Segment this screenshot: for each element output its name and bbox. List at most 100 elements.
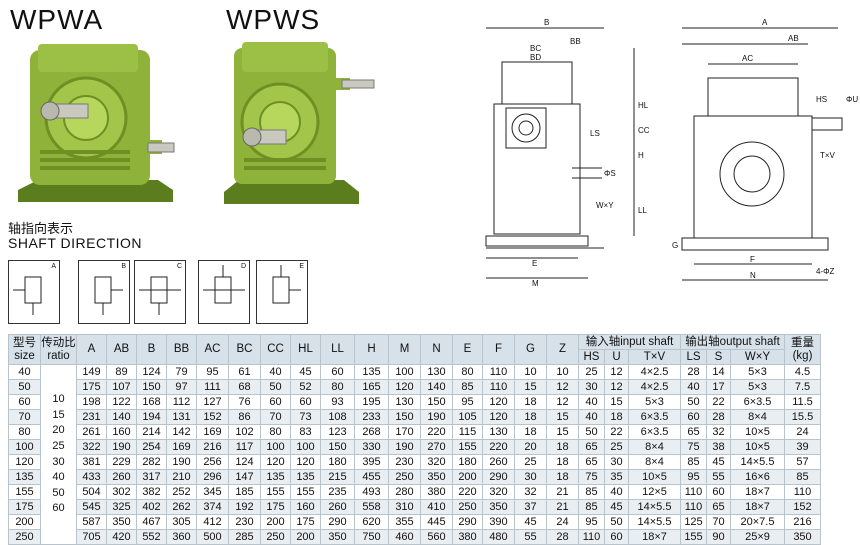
table-cell: 149 (76, 364, 107, 380)
table-cell: 135 (260, 469, 291, 485)
table-cell: 100 (290, 439, 321, 455)
table-cell: 18 (546, 469, 579, 485)
table-cell: 25 (604, 439, 629, 455)
table-cell: 168 (136, 394, 167, 410)
table-cell: 705 (76, 529, 107, 545)
table-cell: 5×3 (628, 394, 681, 410)
table-cell: 420 (106, 529, 137, 545)
table-cell: 500 (196, 529, 229, 545)
header-s: S (706, 349, 731, 365)
table-cell: 95 (680, 469, 707, 485)
dim-label-bd: BD (530, 53, 541, 62)
table-cell: 45 (514, 514, 547, 530)
table-cell: 620 (354, 514, 389, 530)
table-cell: 15 (514, 379, 547, 395)
table-cell: 345 (196, 484, 229, 500)
shaft-direction-diagram-d: D (198, 260, 250, 324)
model-title-wpwa: WPWA (10, 4, 104, 35)
table-cell: 355 (388, 514, 421, 530)
table-cell: 285 (228, 529, 261, 545)
table-cell: 7.5 (784, 379, 821, 395)
table-cell: 25 (578, 364, 605, 380)
table-cell: 165 (354, 379, 389, 395)
table-cell: 302 (106, 484, 137, 500)
table-cell: 147 (228, 469, 261, 485)
table-cell: 35 (604, 469, 629, 485)
table-cell: 445 (420, 514, 453, 530)
table-cell: 50 (680, 394, 707, 410)
table-cell: 280 (388, 484, 421, 500)
table-cell: 100 (260, 439, 291, 455)
table-cell: 194 (136, 409, 167, 425)
table-cell: 60 (320, 364, 355, 380)
shaft-direction-diagram-b: B (78, 260, 130, 324)
table-cell: 120 (482, 409, 515, 425)
cell-model-size: 200 (8, 514, 41, 530)
table-cell: 110 (680, 499, 707, 515)
cell-model-size: 100 (8, 439, 41, 455)
table-cell: 40 (578, 394, 605, 410)
table-cell: 85 (452, 379, 483, 395)
header-hs: HS (578, 349, 605, 365)
cell-model-size: 250 (8, 529, 41, 545)
table-cell: 350 (320, 529, 355, 545)
cell-model-size: 40 (8, 364, 41, 380)
table-cell: 190 (420, 409, 453, 425)
table-cell: 381 (76, 454, 107, 470)
table-cell: 32 (514, 484, 547, 500)
table-cell: 200 (452, 469, 483, 485)
table-cell: 169 (166, 439, 197, 455)
table-cell: 750 (354, 529, 389, 545)
table-cell: 192 (228, 499, 261, 515)
dim-label-hl: HL (638, 101, 649, 110)
table-cell: 8×4 (628, 439, 681, 455)
table-cell: 130 (388, 394, 421, 410)
table-cell: 28 (546, 529, 579, 545)
header-cc: CC (260, 334, 291, 365)
table-cell: 70 (260, 409, 291, 425)
table-cell: 220 (452, 484, 483, 500)
header-input-shaft: 输入轴input shaft (578, 334, 681, 350)
table-cell: 142 (166, 424, 197, 440)
table-cell: 18 (604, 409, 629, 425)
table-cell: 60 (706, 484, 731, 500)
table-cell: 320 (482, 484, 515, 500)
table-cell: 231 (76, 409, 107, 425)
table-cell: 25×9 (730, 529, 785, 545)
table-cell: 587 (76, 514, 107, 530)
dim-label-cc: CC (638, 126, 650, 135)
table-cell: 14×5.5 (628, 499, 681, 515)
header-ll: LL (320, 334, 355, 365)
table-cell: 152 (196, 409, 229, 425)
table-cell: 15 (546, 424, 579, 440)
table-cell: 18 (514, 394, 547, 410)
shaft-direction-tag-b: B (121, 263, 126, 270)
model-title-wpws: WPWS (226, 4, 321, 35)
table-cell: 305 (166, 514, 197, 530)
gearbox-photo-wpwa (18, 44, 175, 202)
table-cell: 130 (420, 364, 453, 380)
table-cell: 4.5 (784, 364, 821, 380)
table-cell: 390 (482, 514, 515, 530)
table-cell: 95 (452, 394, 483, 410)
table-cell: 282 (136, 454, 167, 470)
table-cell: 122 (106, 394, 137, 410)
table-cell: 30 (514, 469, 547, 485)
table-cell: 110 (784, 484, 821, 500)
table-cell: 73 (290, 409, 321, 425)
table-cell: 360 (166, 529, 197, 545)
dim-label-ll: LL (638, 206, 647, 215)
table-cell: 61 (228, 364, 261, 380)
table-cell: 45 (604, 499, 629, 515)
table-cell: 155 (290, 484, 321, 500)
table-cell: 10×5 (628, 469, 681, 485)
table-cell: 85 (578, 499, 605, 515)
table-cell: 18 (514, 424, 547, 440)
